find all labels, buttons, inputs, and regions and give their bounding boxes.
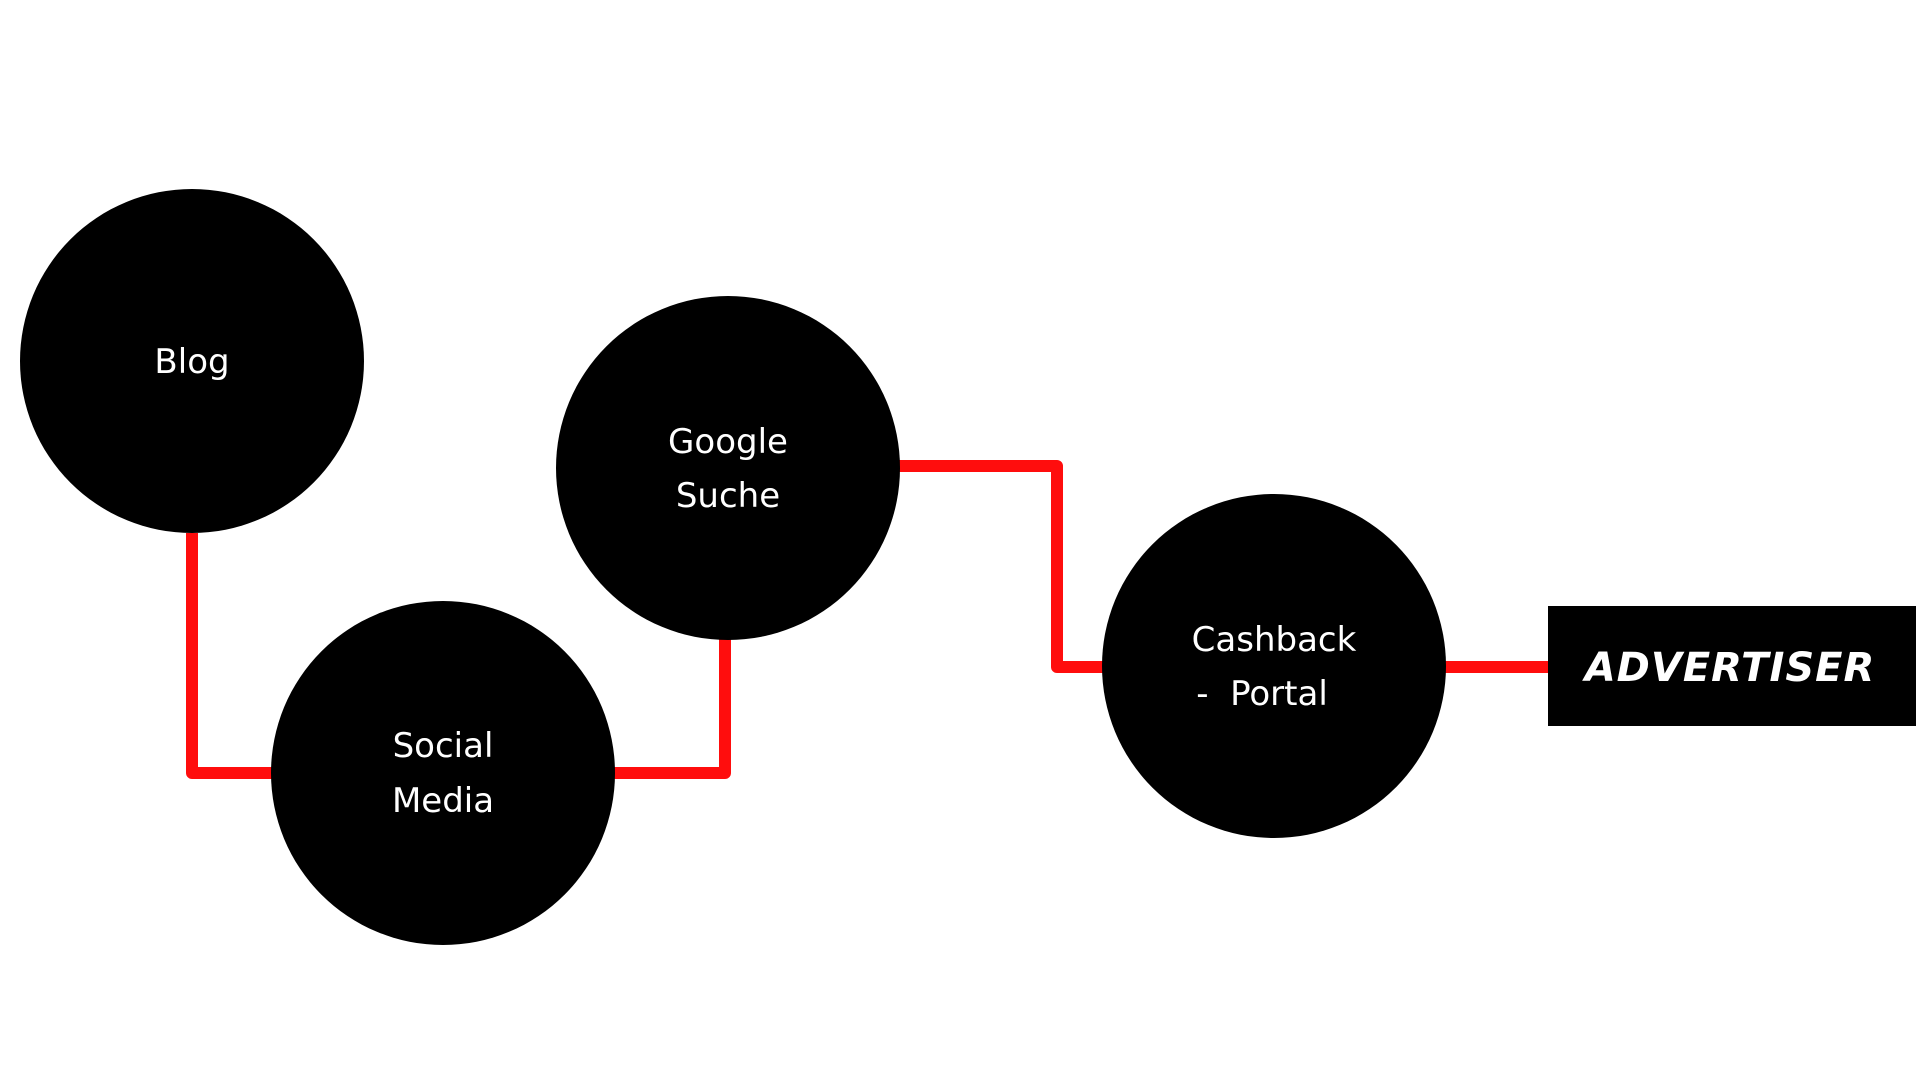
- node-blog: Blog: [20, 189, 364, 533]
- target-advertiser: ADVERTISER: [1548, 606, 1916, 726]
- connector-google-suche-cashback-portal: [898, 460, 1105, 673]
- connector-blog-social-media: [186, 533, 275, 779]
- node-social-media-circle: [271, 601, 615, 945]
- node-google-suche-label-line2: Suche: [676, 476, 780, 516]
- node-blog-label: Blog: [154, 342, 229, 382]
- node-cashback-portal: Cashback - Portal: [1102, 494, 1446, 838]
- node-google-suche-label-line1: Google: [668, 422, 788, 462]
- connector-social-media-google-suche: [613, 638, 731, 779]
- node-cashback-portal-label-line2: - Portal: [1196, 674, 1328, 714]
- node-cashback-portal-circle: [1102, 494, 1446, 838]
- node-blog-circle: [20, 189, 364, 533]
- node-social-media-label-line2: Media: [392, 781, 494, 821]
- node-social-media-label-line1: Social: [393, 726, 494, 766]
- target-advertiser-box: [1548, 606, 1916, 726]
- connectors: [186, 460, 1548, 779]
- node-google-suche-circle: [556, 296, 900, 640]
- target-advertiser-label: ADVERTISER: [1582, 645, 1876, 691]
- node-google-suche: Google Suche: [556, 296, 900, 640]
- node-cashback-portal-label-line1: Cashback: [1192, 620, 1357, 660]
- node-social-media: Social Media: [271, 601, 615, 945]
